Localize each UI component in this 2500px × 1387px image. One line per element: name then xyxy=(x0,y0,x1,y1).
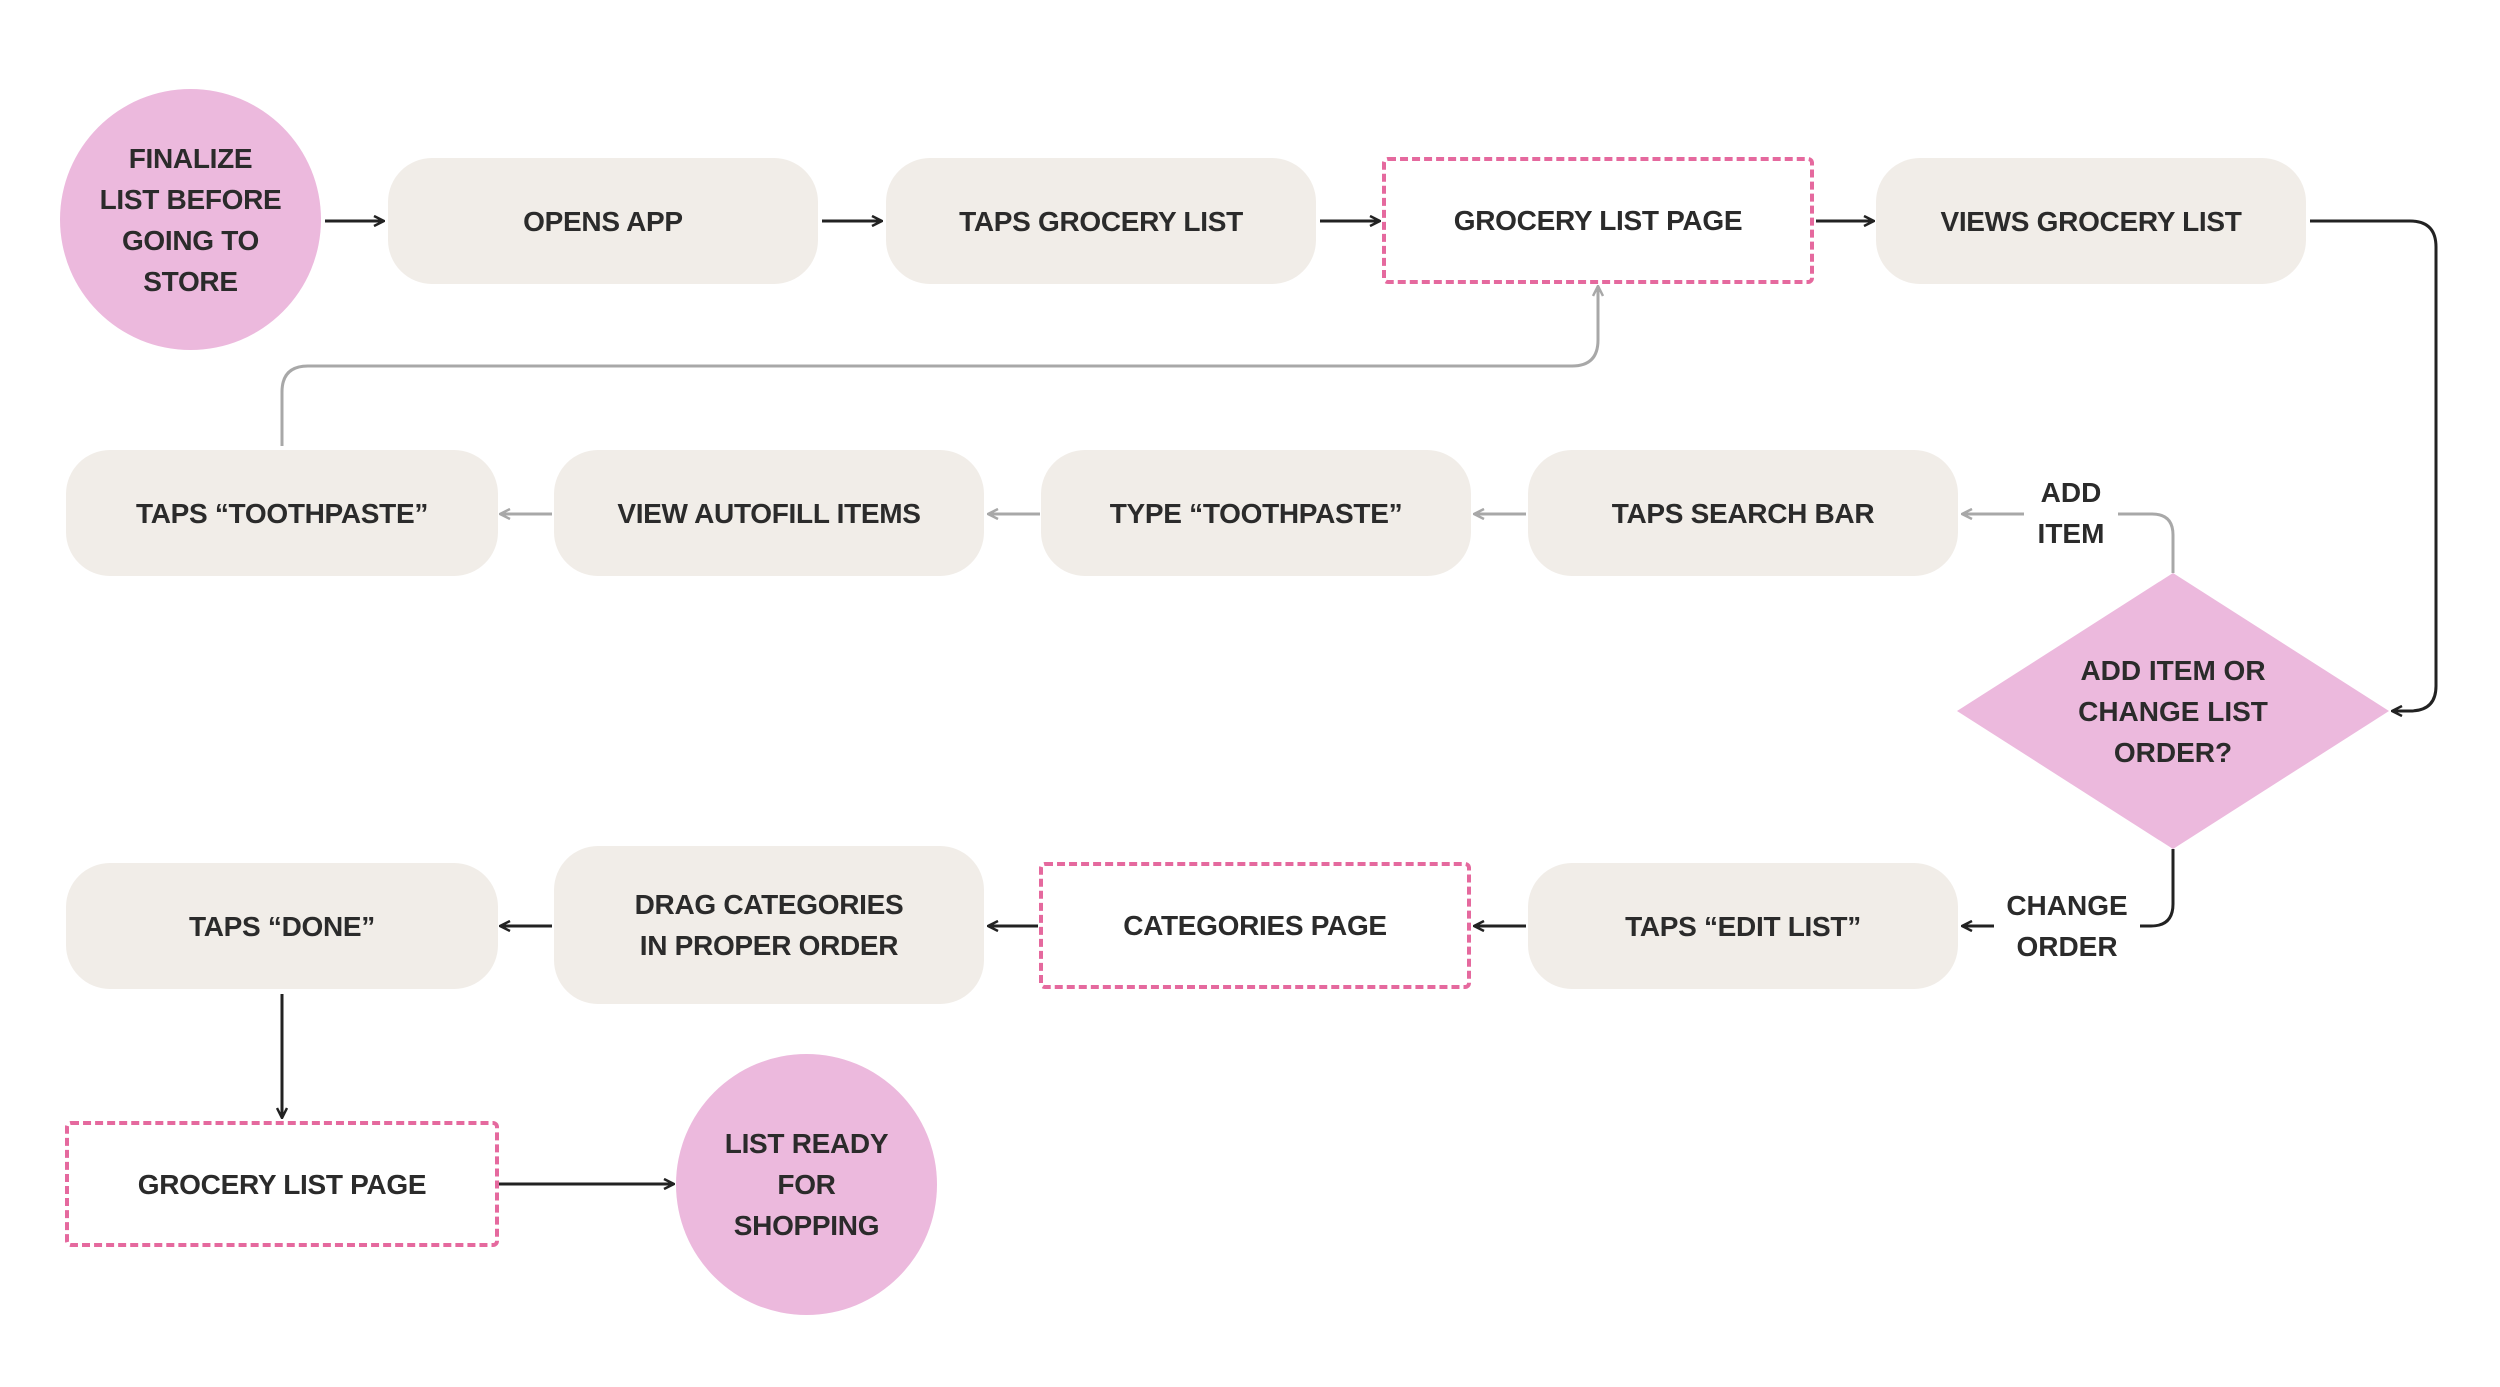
step-taps-search-bar: TAPS SEARCH BAR xyxy=(1528,450,1958,576)
edge-decision-change-order xyxy=(2140,849,2175,928)
step-taps-toothpaste-label: TAPS “TOOTHPASTE” xyxy=(135,497,429,529)
step-taps-grocery-list-label: TAPS GROCERY LIST xyxy=(959,205,1243,237)
edge-label-change-order: CHANGE ORDER xyxy=(1994,885,2140,967)
step-taps-edit-list-label: TAPS “EDIT LIST” xyxy=(1625,910,1861,942)
decision-diamond xyxy=(1957,573,2389,849)
step-taps-toothpaste: TAPS “TOOTHPASTE” xyxy=(66,450,498,576)
step-type-toothpaste-label: TYPE “TOOTHPASTE” xyxy=(1109,497,1403,529)
step-view-autofill-items-label: VIEW AUTOFILL ITEMS xyxy=(617,497,921,529)
edge-views-to-decision xyxy=(2310,219,2438,711)
step-drag-categories: DRAG CATEGORIES IN PROPER ORDER xyxy=(554,846,984,1004)
step-type-toothpaste: TYPE “TOOTHPASTE” xyxy=(1041,450,1471,576)
page-grocery-list-bottom: GROCERY LIST PAGE xyxy=(65,1121,499,1247)
edge-label-add-item: ADD ITEM xyxy=(2024,472,2118,554)
page-categories-label: CATEGORIES PAGE xyxy=(1123,910,1387,941)
edge-taps-toothpaste-to-page xyxy=(280,286,1598,446)
page-grocery-list-bottom-label: GROCERY LIST PAGE xyxy=(137,1168,427,1200)
end-terminal-label: LIST READY FOR SHOPPING xyxy=(724,1128,889,1241)
step-taps-grocery-list: TAPS GROCERY LIST xyxy=(886,158,1316,284)
end-terminal: LIST READY FOR SHOPPING xyxy=(676,1054,937,1315)
step-taps-edit-list: TAPS “EDIT LIST” xyxy=(1528,863,1958,989)
step-opens-app: OPENS APP xyxy=(388,158,818,284)
page-categories: CATEGORIES PAGE xyxy=(1039,862,1471,989)
edge-decision-add-item xyxy=(2118,512,2175,573)
step-drag-categories-label: DRAG CATEGORIES IN PROPER ORDER xyxy=(634,889,904,961)
step-view-autofill-items: VIEW AUTOFILL ITEMS xyxy=(554,450,984,576)
step-taps-done: TAPS “DONE” xyxy=(66,863,498,989)
start-terminal: FINALIZE LIST BEFORE GOING TO STORE xyxy=(60,89,321,350)
step-taps-search-bar-label: TAPS SEARCH BAR xyxy=(1611,497,1875,529)
step-taps-done-label: TAPS “DONE” xyxy=(189,910,375,942)
step-views-grocery-list: VIEWS GROCERY LIST xyxy=(1876,158,2306,284)
start-terminal-label: FINALIZE LIST BEFORE GOING TO STORE xyxy=(99,142,282,297)
page-grocery-list-top: GROCERY LIST PAGE xyxy=(1382,157,1814,284)
page-grocery-list-top-label: GROCERY LIST PAGE xyxy=(1453,205,1743,236)
step-opens-app-label: OPENS APP xyxy=(523,205,683,237)
step-views-grocery-list-label: VIEWS GROCERY LIST xyxy=(1940,205,2242,237)
decision-label: ADD ITEM OR CHANGE LIST ORDER? xyxy=(2078,655,2268,768)
